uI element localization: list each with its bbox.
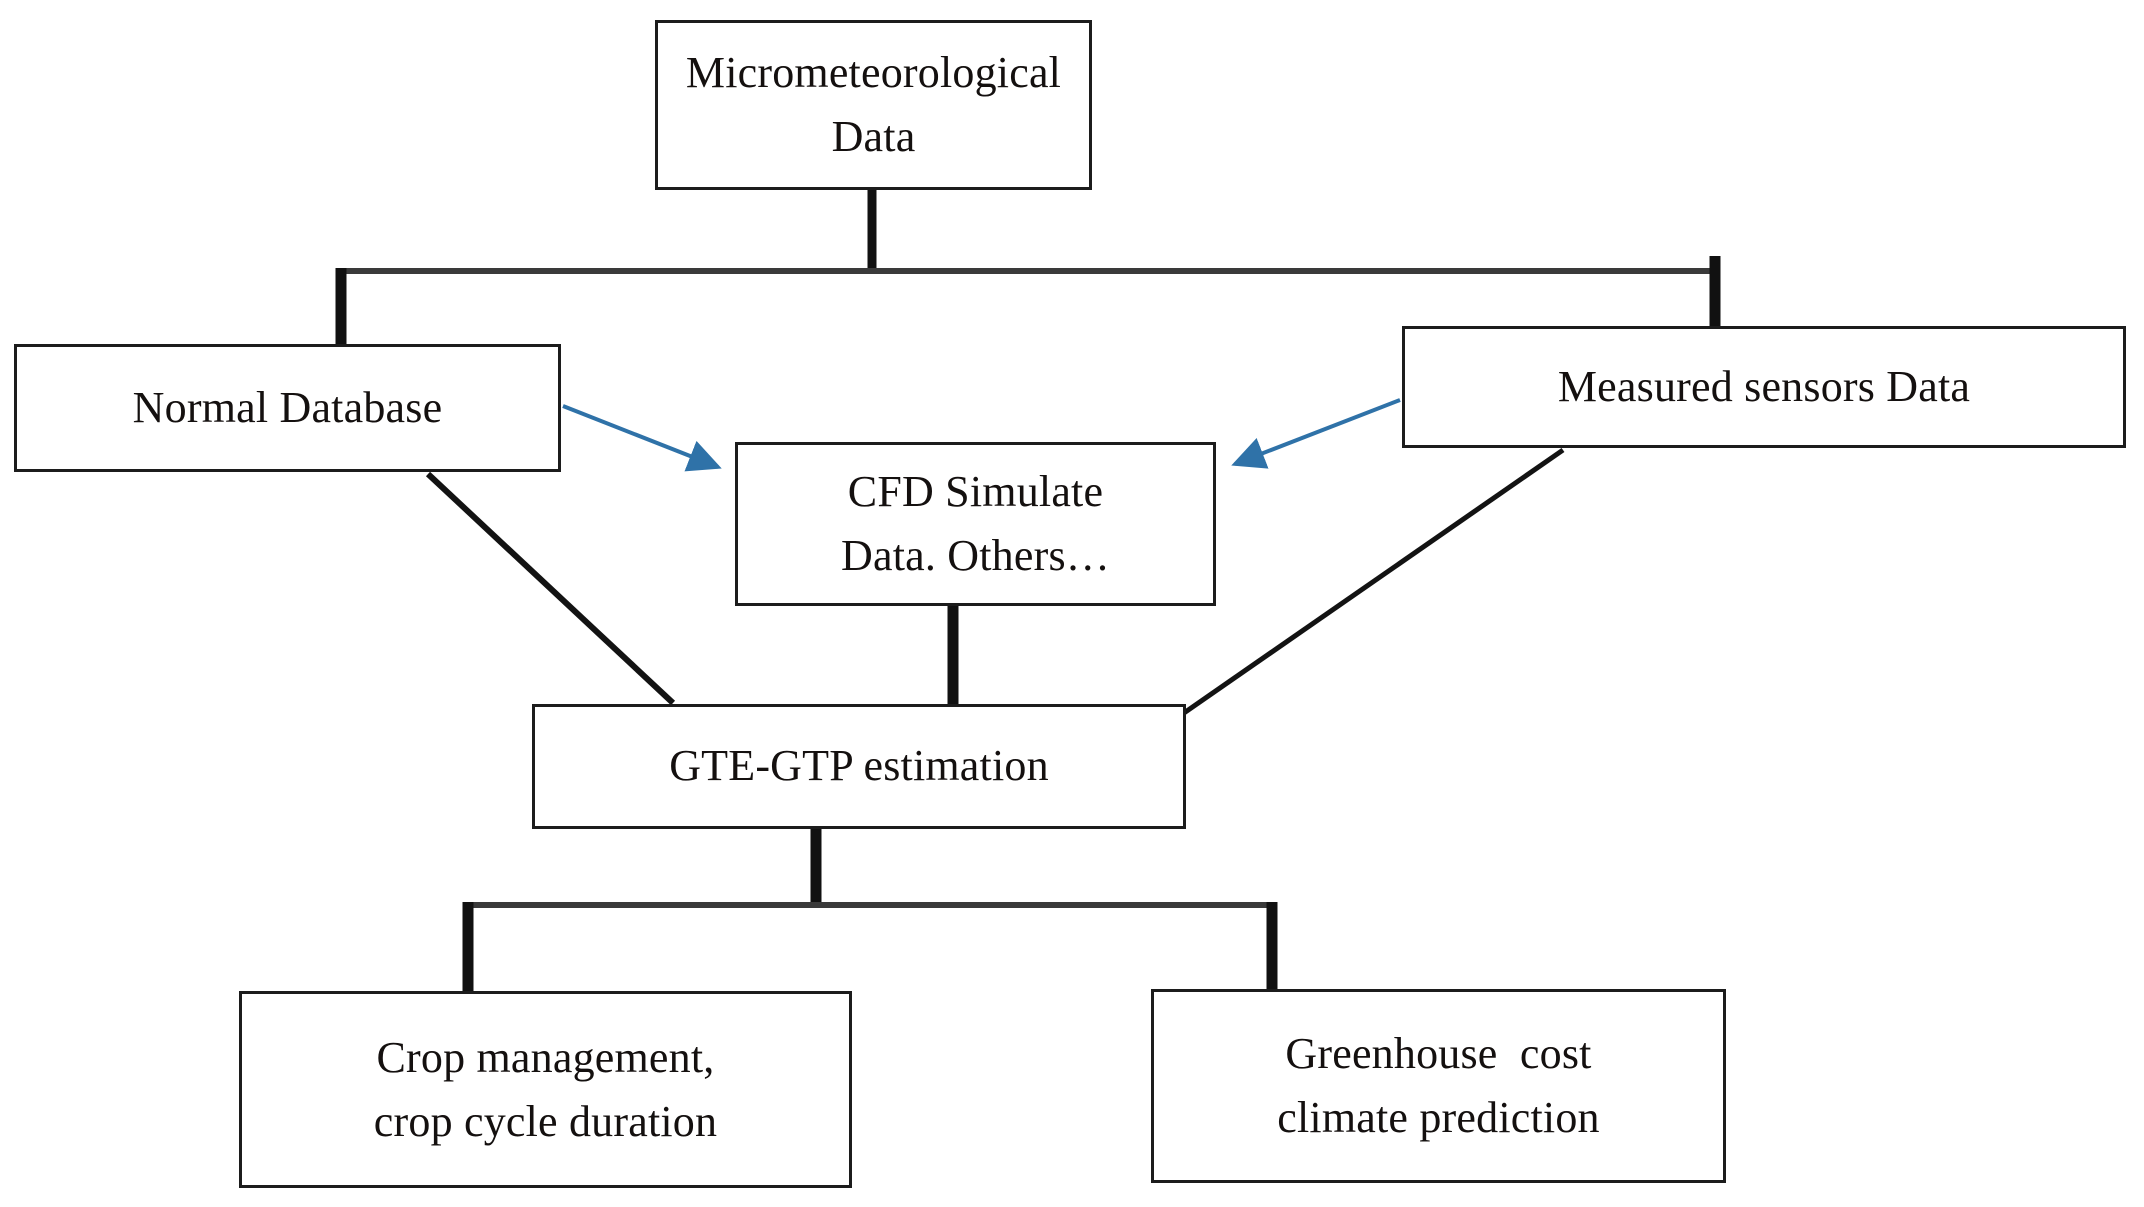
node-normal-database[interactable]: Normal Database — [14, 344, 561, 472]
node-line-2: Data. Others… — [841, 531, 1110, 580]
edge-measured-sensors-to-cfd — [1231, 398, 1401, 469]
node-cfd-simulate-data[interactable]: CFD Simulate Data. Others… — [735, 442, 1216, 606]
node-line-2: climate prediction — [1277, 1093, 1600, 1142]
node-line-1: Normal Database — [132, 382, 443, 432]
node-micrometeorological-data[interactable]: Micrometeorological Data — [655, 20, 1092, 190]
node-gte-gtp-estimation[interactable]: GTE-GTP estimation — [532, 704, 1186, 829]
node-crop-management[interactable]: Crop management, crop cycle duration — [239, 991, 852, 1188]
node-line-1: Micrometeorological — [685, 48, 1062, 98]
node-greenhouse-cost[interactable]: Greenhouse cost climate prediction — [1151, 989, 1726, 1183]
node-line-1: Crop management, — [376, 1032, 715, 1082]
edge-normal-database-to-gte — [425, 471, 676, 706]
node-line-2: Data — [831, 112, 916, 161]
node-line-1: GTE-GTP estimation — [669, 741, 1049, 791]
node-line-1: Greenhouse cost — [1285, 1029, 1592, 1079]
node-line-2: crop cycle duration — [373, 1096, 718, 1146]
edge-measured-sensors-to-gte — [1156, 447, 1565, 734]
node-line-1: Measured sensors Data — [1557, 361, 1971, 411]
node-measured-sensors-data[interactable]: Measured sensors Data — [1402, 326, 2126, 448]
edge-normal-database-to-cfd — [562, 404, 722, 472]
node-line-1: CFD Simulate — [847, 467, 1104, 517]
